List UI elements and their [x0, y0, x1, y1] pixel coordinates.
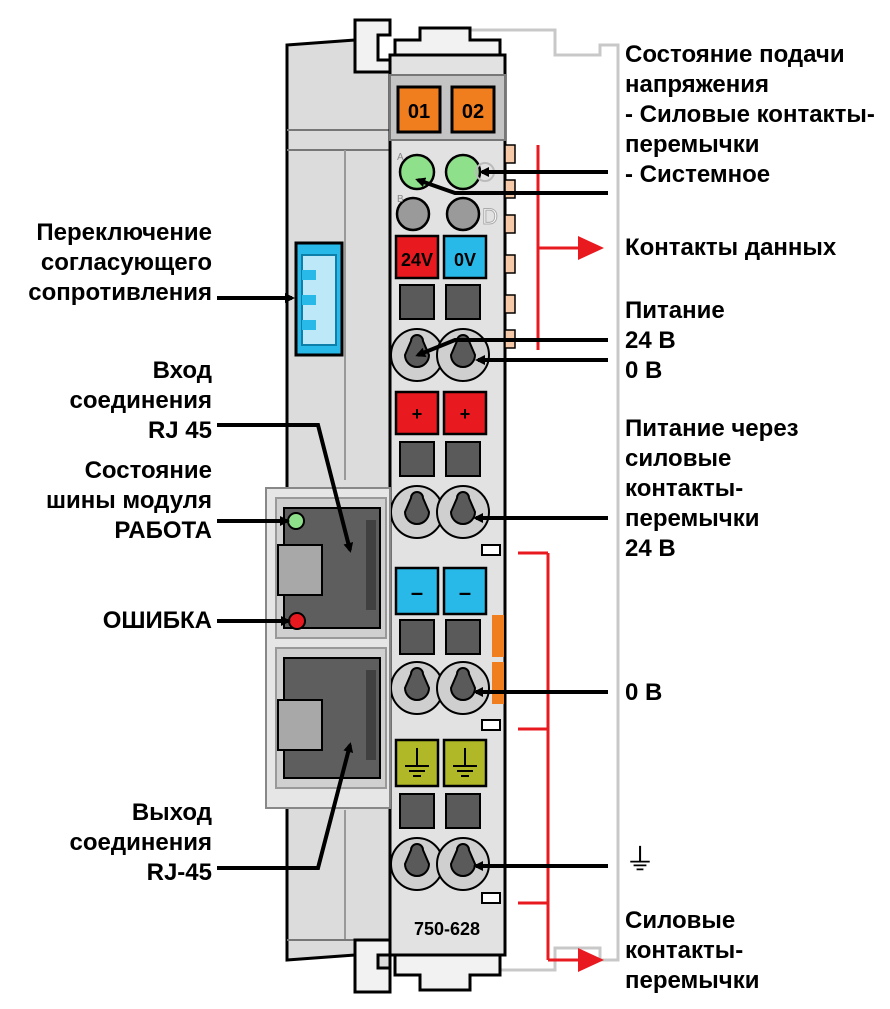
clamp-group-ground: [390, 793, 490, 891]
label-power-jumper-supply: Питание через силовые контакты- перемычк…: [625, 415, 799, 562]
term-minus-text-1: –: [411, 580, 423, 605]
label-zero-v: 0 В: [625, 679, 663, 706]
term-24v-text: 24V: [401, 250, 433, 270]
label-bus-state: Состояние шины модуля РАБОТА: [45, 457, 212, 544]
arrow-24v: [415, 338, 608, 358]
next-module-outline: [468, 28, 620, 972]
led-b-letter: B: [397, 194, 404, 205]
divider-marks: [481, 544, 501, 904]
term-0v-text: 0V: [454, 250, 476, 270]
channel-label-1-text: 01: [408, 101, 430, 123]
label-error: ОШИБКА: [102, 607, 212, 634]
term-24v-tab: [394, 234, 440, 280]
term-minus-tab-2: [442, 566, 488, 616]
arrow-led-system: [415, 177, 608, 195]
label-power-jumper-contacts: Силовые контакты- перемычки: [625, 907, 760, 994]
data-contacts-bracket: [536, 145, 580, 350]
led-d-off: [445, 196, 481, 232]
rj45-block: [265, 487, 391, 809]
orange-contact-1: [492, 615, 504, 657]
term-0v-tab: [442, 234, 488, 280]
term-plus-text-1: +: [412, 404, 423, 424]
led-run-green: [287, 512, 305, 530]
led-d-letter: D: [482, 204, 498, 229]
leader-lines: [217, 167, 608, 871]
channel-label-1: [396, 85, 442, 134]
ground-symbol-icon: ⏚: [625, 844, 655, 877]
channel-label-2: [450, 85, 496, 134]
led-c-green: [444, 153, 482, 191]
power-jumper-bracket: [518, 551, 580, 962]
orange-contact-2: [492, 662, 504, 704]
label-data-contacts: Контакты данных: [625, 234, 837, 261]
model-number: 750-628: [414, 919, 480, 939]
led-error-red: [288, 612, 306, 630]
data-contacts-arrowhead: [578, 236, 604, 260]
clamp-group-minus: [390, 619, 490, 715]
label-supply-state: Состояние подачи напряжения - Силовые ко…: [625, 41, 875, 188]
termination-switch: [294, 241, 344, 357]
led-b-off: [395, 196, 431, 232]
label-power-supply: Питание 24 В 0 В: [625, 297, 725, 384]
arrow-rj45-out: [217, 742, 354, 870]
label-rj45-in: Вход соединения RJ 45: [69, 357, 212, 444]
term-plus-tab-1: [394, 390, 440, 436]
clamp-group-plus: [390, 441, 490, 539]
term-minus-tab-1: [394, 566, 440, 616]
top-latch: [353, 18, 502, 74]
led-a-letter: A: [397, 152, 404, 163]
arrow-rj45-in: [217, 423, 354, 553]
label-termination-switch: Переключение согласующего сопротивления: [28, 219, 212, 306]
ground-icon: [405, 748, 477, 777]
bottom-latch: [353, 938, 502, 994]
channel-label-2-text: 02: [462, 101, 484, 123]
term-minus-text-2: –: [459, 580, 471, 605]
power-jumper-arrowhead: [578, 948, 604, 972]
term-plus-tab-2: [442, 390, 488, 436]
label-rj45-out: Выход соединения RJ-45: [69, 799, 212, 886]
term-plus-text-2: +: [460, 404, 471, 424]
